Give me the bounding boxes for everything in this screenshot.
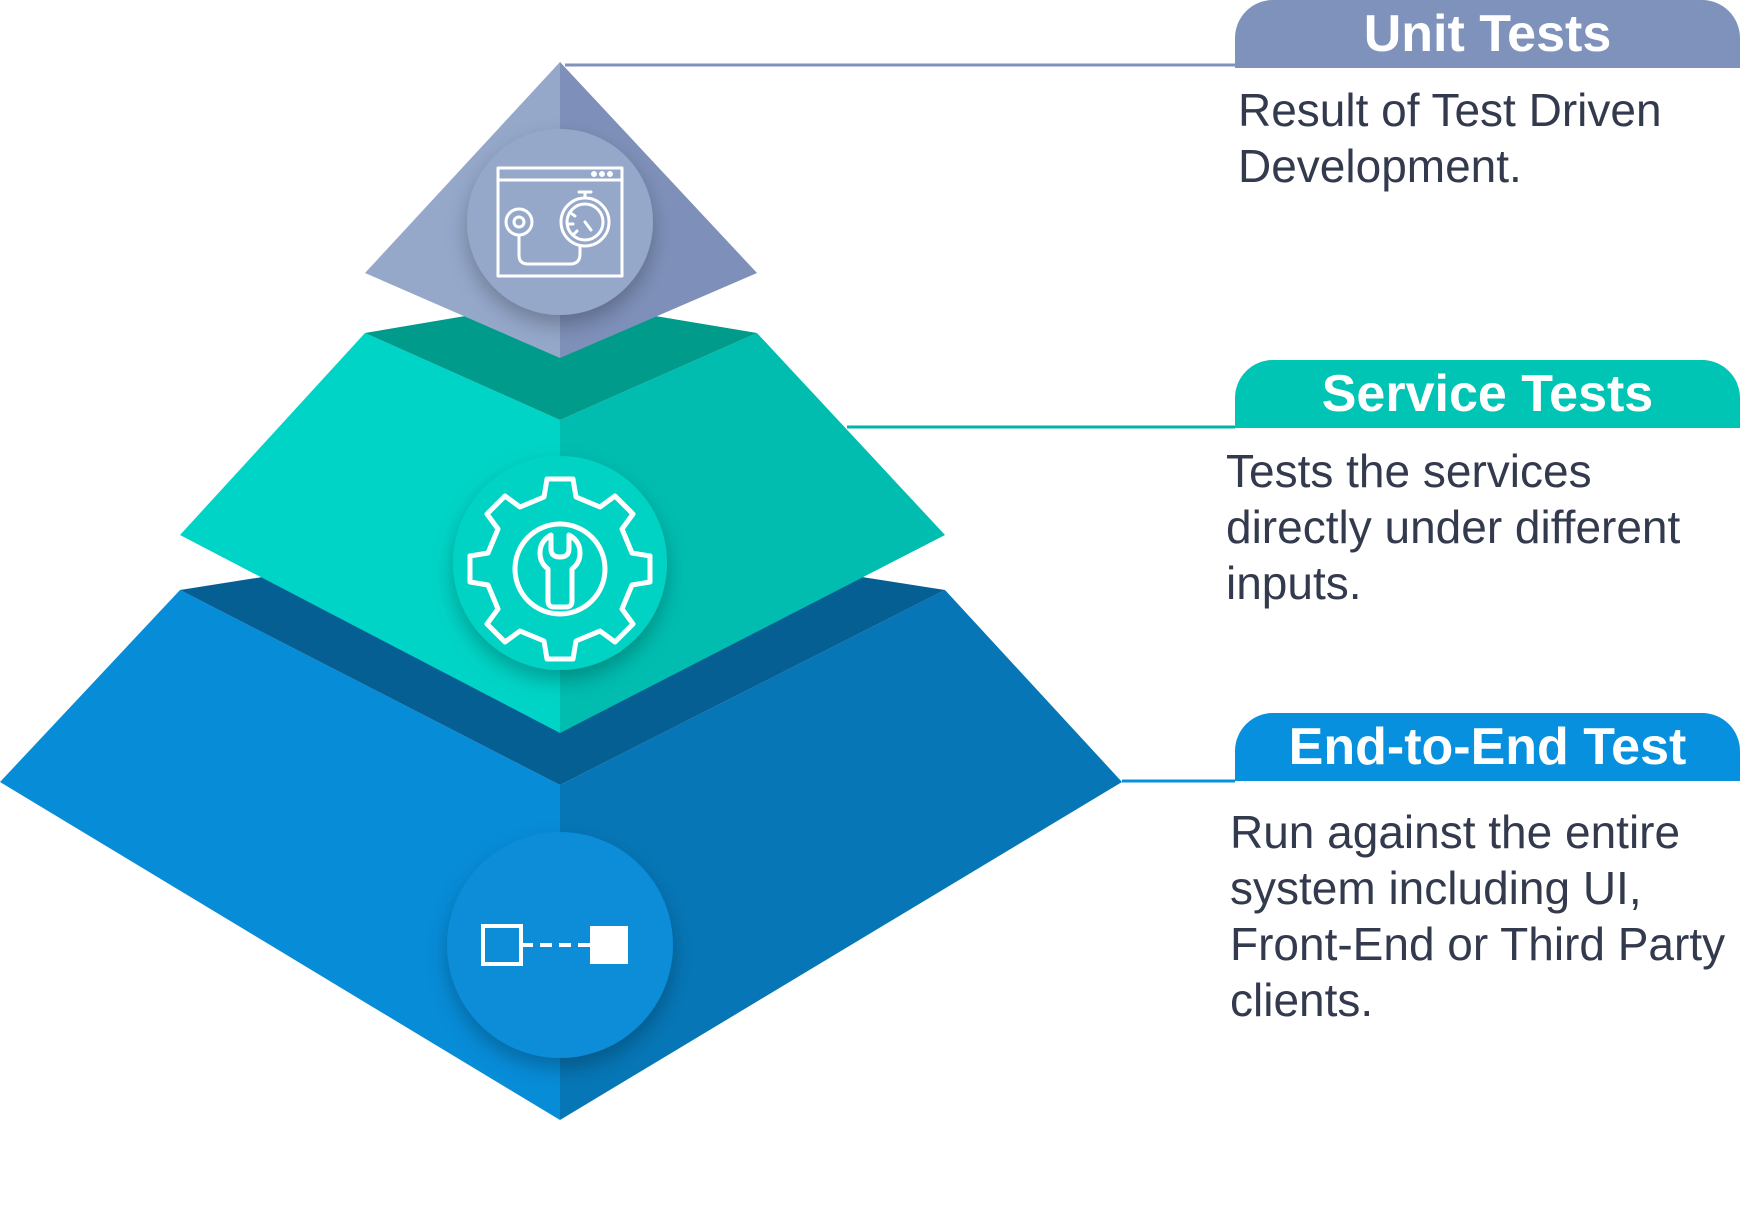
browser-gauge-icon	[496, 166, 624, 278]
connected-boxes-icon	[481, 924, 628, 966]
tier-title-service: Service Tests	[1235, 360, 1740, 428]
tier-description-e2e: Run against the entire system including …	[1230, 806, 1726, 1026]
gear-wrench-icon	[467, 476, 653, 662]
pyramid-tier-service	[180, 300, 945, 733]
tier-title-unit: Unit Tests	[1235, 0, 1740, 68]
tier-title-e2e: End-to-End Test	[1235, 713, 1740, 781]
tier-description-unit: Result of Test Driven Development.	[1238, 84, 1662, 192]
medallion-service	[453, 456, 667, 670]
tier-description-service: Tests the services directly under differ…	[1226, 445, 1681, 609]
